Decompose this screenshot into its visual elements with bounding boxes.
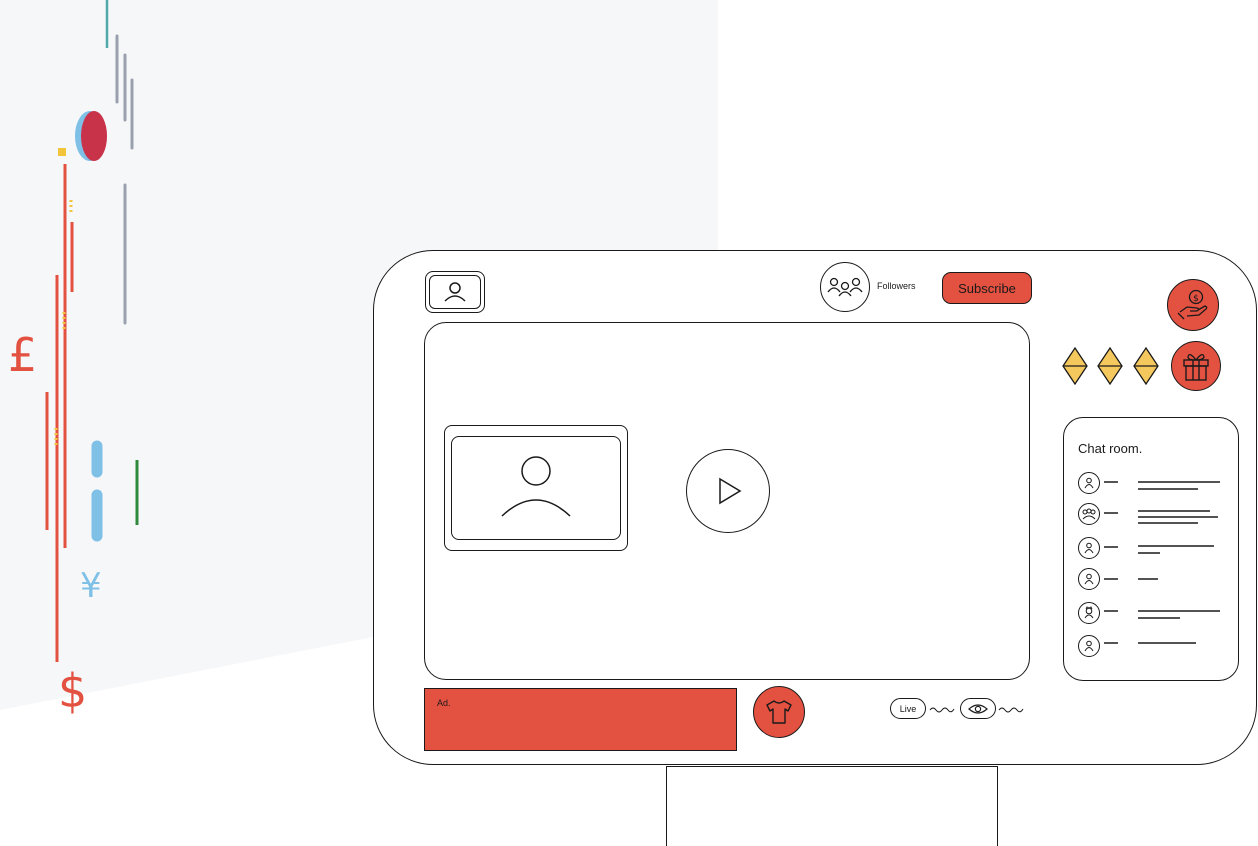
message-lines: [1104, 535, 1228, 561]
chat-message: [1078, 535, 1228, 561]
chat-title: Chat room.: [1078, 441, 1142, 456]
gift-icon: [1179, 349, 1213, 383]
message-lines: [1104, 566, 1228, 592]
user-icon: [1082, 606, 1096, 620]
followers-button[interactable]: [820, 262, 870, 312]
svg-text:$: $: [1193, 294, 1199, 304]
subscribe-button[interactable]: Subscribe: [942, 272, 1032, 304]
viewers-signal-wave: [998, 703, 1024, 715]
live-signal-wave: [929, 703, 955, 715]
ad-banner[interactable]: Ad.: [424, 688, 737, 751]
user-icon: [496, 454, 576, 522]
avatar: [1078, 635, 1100, 657]
pound-symbol: £: [8, 328, 37, 382]
message-lines: [1104, 600, 1228, 626]
play-icon: [712, 475, 744, 507]
avatar: [1078, 503, 1100, 525]
gem-icon[interactable]: [1062, 347, 1088, 385]
avatar: [1078, 568, 1100, 590]
avatar: [1078, 602, 1100, 624]
donate-button[interactable]: $: [1167, 279, 1219, 331]
eye-icon: [967, 702, 989, 716]
users-group-icon: [825, 275, 865, 299]
avatar: [1078, 472, 1100, 494]
ad-label: Ad.: [437, 698, 451, 708]
user-icon: [1082, 572, 1096, 586]
chat-message: [1078, 600, 1228, 626]
dollar-symbol: $: [58, 664, 87, 718]
monitor-stand: [666, 766, 998, 846]
yen-symbol: ¥: [80, 566, 102, 606]
followers-label: Followers: [877, 281, 916, 291]
users-group-icon: [1081, 507, 1097, 521]
thumbnail-inner: [451, 436, 621, 540]
live-badge: Live: [890, 698, 926, 719]
tshirt-icon: [763, 696, 795, 728]
gem-icon[interactable]: [1133, 347, 1159, 385]
user-icon: [441, 280, 469, 304]
gift-button[interactable]: [1171, 341, 1221, 391]
hand-coin-icon: $: [1175, 287, 1211, 323]
viewers-badge: [960, 698, 996, 719]
user-icon: [1082, 541, 1096, 555]
chat-message: [1078, 566, 1228, 592]
profile-button[interactable]: [425, 271, 485, 313]
message-lines: [1104, 470, 1228, 496]
message-lines: [1104, 633, 1228, 659]
profile-button-inner: [429, 275, 481, 309]
gem-icon[interactable]: [1097, 347, 1123, 385]
chat-message: [1078, 501, 1228, 527]
avatar: [1078, 537, 1100, 559]
streamer-camera-thumbnail[interactable]: [444, 425, 628, 551]
message-lines: [1104, 501, 1228, 531]
chat-message: [1078, 633, 1228, 659]
user-icon: [1082, 639, 1096, 653]
merch-button[interactable]: [753, 686, 805, 738]
chat-message: [1078, 470, 1228, 496]
play-button[interactable]: [686, 449, 770, 533]
user-icon: [1082, 476, 1096, 490]
